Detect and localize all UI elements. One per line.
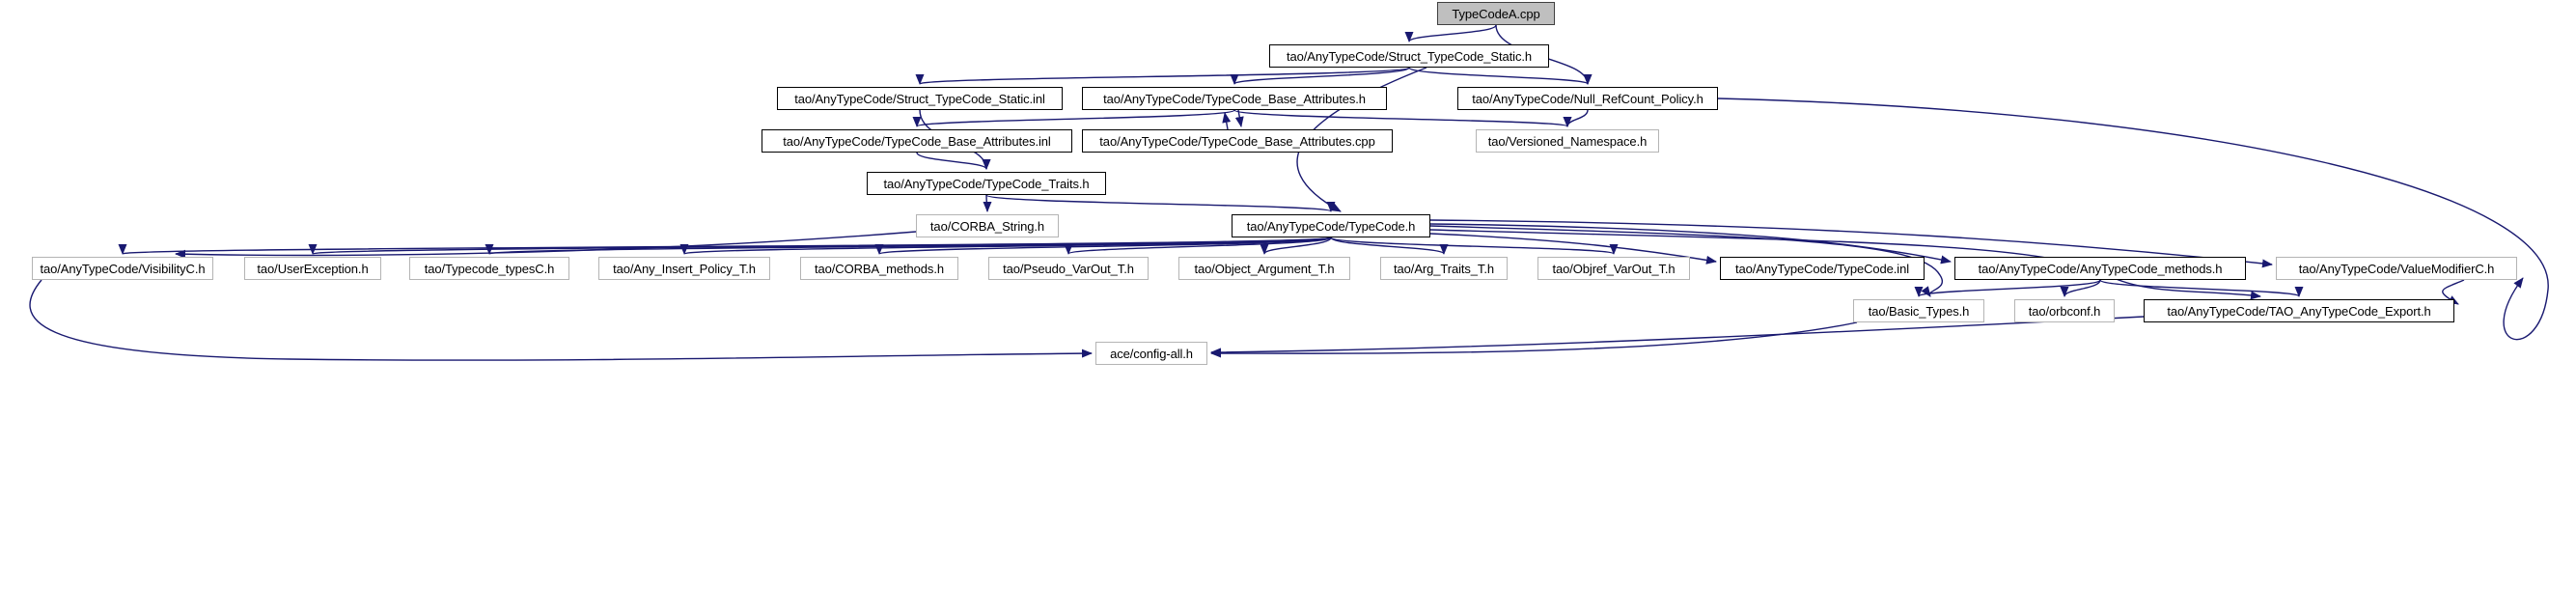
graph-node-label: tao/AnyTypeCode/AnyTypeCode_methods.h bbox=[1978, 261, 2223, 276]
graph-edge bbox=[1210, 321, 1858, 358]
graph-node-label: tao/AnyTypeCode/VisibilityC.h bbox=[40, 261, 206, 276]
graph-node-label: tao/Object_Argument_T.h bbox=[1194, 261, 1335, 276]
graph-node-label: tao/AnyTypeCode/TypeCode.inl bbox=[1734, 261, 1910, 276]
graph-node-label: tao/CORBA_String.h bbox=[929, 218, 1045, 234]
graph-node-null_refcount_policy_h[interactable]: tao/AnyTypeCode/Null_RefCount_Policy.h bbox=[1457, 87, 1718, 110]
graph-edge bbox=[1330, 237, 1619, 255]
graph-node-label: tao/AnyTypeCode/TypeCode_Base_Attributes… bbox=[783, 133, 1051, 149]
graph-node-corba_methods_h[interactable]: tao/CORBA_methods.h bbox=[800, 257, 958, 280]
graph-node-valuemodifierc_h[interactable]: tao/AnyTypeCode/ValueModifierC.h bbox=[2276, 257, 2517, 280]
graph-edge bbox=[1064, 237, 1332, 255]
graph-edge bbox=[916, 152, 991, 170]
graph-node-label: TypeCodeA.cpp bbox=[1452, 6, 1540, 21]
graph-node-visibilityc_h[interactable]: tao/AnyTypeCode/VisibilityC.h bbox=[32, 257, 213, 280]
graph-node-label: tao/UserException.h bbox=[257, 261, 369, 276]
graph-edge bbox=[1404, 24, 1497, 42]
graph-node-typecode_base_attr_inl[interactable]: tao/AnyTypeCode/TypeCode_Base_Attributes… bbox=[762, 129, 1072, 153]
graph-edge bbox=[985, 194, 1336, 212]
graph-node-label: ace/config-all.h bbox=[1110, 346, 1193, 361]
graph-node-anytypecode_methods_h[interactable]: tao/AnyTypeCode/AnyTypeCode_methods.h bbox=[1954, 257, 2246, 280]
graph-node-objref_varout_t_h[interactable]: tao/Objref_VarOut_T.h bbox=[1537, 257, 1690, 280]
graph-edge bbox=[1233, 109, 1572, 127]
graph-node-struct_typecode_static_inl[interactable]: tao/AnyTypeCode/Struct_TypeCode_Static.i… bbox=[777, 87, 1063, 110]
graph-node-typecode_base_attr_cpp[interactable]: tao/AnyTypeCode/TypeCode_Base_Attributes… bbox=[1082, 129, 1393, 153]
graph-edge bbox=[309, 237, 1332, 255]
graph-node-typecode_typesc_h[interactable]: tao/Typecode_typesC.h bbox=[409, 257, 569, 280]
graph-node-label: tao/AnyTypeCode/TypeCode_Base_Attributes… bbox=[1099, 133, 1375, 149]
graph-node-typecodea_cpp[interactable]: TypeCodeA.cpp bbox=[1437, 2, 1555, 25]
graph-node-label: tao/Any_Insert_Policy_T.h bbox=[613, 261, 756, 276]
graph-node-typecode_inl[interactable]: tao/AnyTypeCode/TypeCode.inl bbox=[1720, 257, 1925, 280]
graph-node-versioned_namespace_h[interactable]: tao/Versioned_Namespace.h bbox=[1476, 129, 1659, 153]
graph-node-typecode_h[interactable]: tao/AnyTypeCode/TypeCode.h bbox=[1232, 214, 1430, 237]
graph-node-ace_config_all_h[interactable]: ace/config-all.h bbox=[1095, 342, 1207, 365]
graph-node-basic_types_h[interactable]: tao/Basic_Types.h bbox=[1853, 299, 1984, 322]
graph-node-label: tao/AnyTypeCode/TAO_AnyTypeCode_Export.h bbox=[2167, 303, 2431, 319]
graph-edge bbox=[120, 237, 1332, 255]
graph-node-typecode_traits_h[interactable]: tao/AnyTypeCode/TypeCode_Traits.h bbox=[867, 172, 1106, 195]
graph-node-any_insert_policy_t_h[interactable]: tao/Any_Insert_Policy_T.h bbox=[598, 257, 770, 280]
graph-node-object_argument_t_h[interactable]: tao/Object_Argument_T.h bbox=[1178, 257, 1350, 280]
graph-node-label: tao/AnyTypeCode/Struct_TypeCode_Static.h bbox=[1287, 48, 1532, 64]
graph-edge bbox=[485, 237, 1332, 255]
graph-node-label: tao/AnyTypeCode/TypeCode_Base_Attributes… bbox=[1103, 91, 1366, 106]
graph-edge bbox=[983, 194, 992, 212]
graph-edge bbox=[1914, 279, 2101, 297]
graph-edge bbox=[1230, 67, 1410, 85]
graph-node-label: tao/AnyTypeCode/Null_RefCount_Policy.h bbox=[1472, 91, 1703, 106]
graph-edge bbox=[916, 67, 1410, 85]
graph-node-userexception_h[interactable]: tao/UserException.h bbox=[244, 257, 381, 280]
graph-node-corba_string_h[interactable]: tao/CORBA_String.h bbox=[916, 214, 1059, 237]
graph-edge bbox=[1260, 237, 1332, 255]
graph-node-arg_traits_t_h[interactable]: tao/Arg_Traits_T.h bbox=[1380, 257, 1508, 280]
graph-edge bbox=[29, 279, 1093, 361]
graph-node-label: tao/AnyTypeCode/ValueModifierC.h bbox=[2298, 261, 2495, 276]
graph-node-struct_typecode_static_h[interactable]: tao/AnyTypeCode/Struct_TypeCode_Static.h bbox=[1269, 44, 1549, 68]
graph-node-label: tao/AnyTypeCode/TypeCode_Traits.h bbox=[883, 176, 1090, 191]
graph-node-typecode_base_attr_h[interactable]: tao/AnyTypeCode/TypeCode_Base_Attributes… bbox=[1082, 87, 1387, 110]
graph-node-label: tao/CORBA_methods.h bbox=[815, 261, 944, 276]
graph-node-label: tao/Pseudo_VarOut_T.h bbox=[1003, 261, 1134, 276]
graph-node-pseudo_varout_t_h[interactable]: tao/Pseudo_VarOut_T.h bbox=[988, 257, 1149, 280]
graph-edge bbox=[2060, 279, 2101, 297]
graph-edge bbox=[1563, 109, 1589, 127]
graph-node-label: tao/orbconf.h bbox=[2028, 303, 2101, 319]
graph-node-label: tao/AnyTypeCode/Struct_TypeCode_Static.i… bbox=[794, 91, 1045, 106]
graph-edge bbox=[1408, 67, 1593, 85]
graph-node-label: tao/AnyTypeCode/TypeCode.h bbox=[1246, 218, 1416, 234]
graph-node-orbconf_h[interactable]: tao/orbconf.h bbox=[2014, 299, 2115, 322]
graph-edge bbox=[680, 237, 1332, 255]
graph-edge bbox=[175, 231, 917, 259]
graph-node-label: tao/Objref_VarOut_T.h bbox=[1552, 261, 1676, 276]
graph-edge bbox=[2099, 279, 2304, 297]
graph-edge bbox=[875, 237, 1332, 255]
graph-node-label: tao/Typecode_typesC.h bbox=[424, 261, 555, 276]
graph-node-tao_anytypecode_export_h[interactable]: tao/AnyTypeCode/TAO_AnyTypeCode_Export.h bbox=[2144, 299, 2454, 322]
graph-node-label: tao/Basic_Types.h bbox=[1868, 303, 1970, 319]
graph-node-label: tao/Arg_Traits_T.h bbox=[1394, 261, 1494, 276]
graph-edge bbox=[912, 109, 1235, 127]
graph-edge bbox=[1210, 316, 2145, 357]
graph-node-label: tao/Versioned_Namespace.h bbox=[1487, 133, 1648, 149]
graph-edge bbox=[1330, 237, 1449, 255]
graph-edge bbox=[1234, 109, 1244, 127]
graph-edge bbox=[1222, 112, 1232, 130]
